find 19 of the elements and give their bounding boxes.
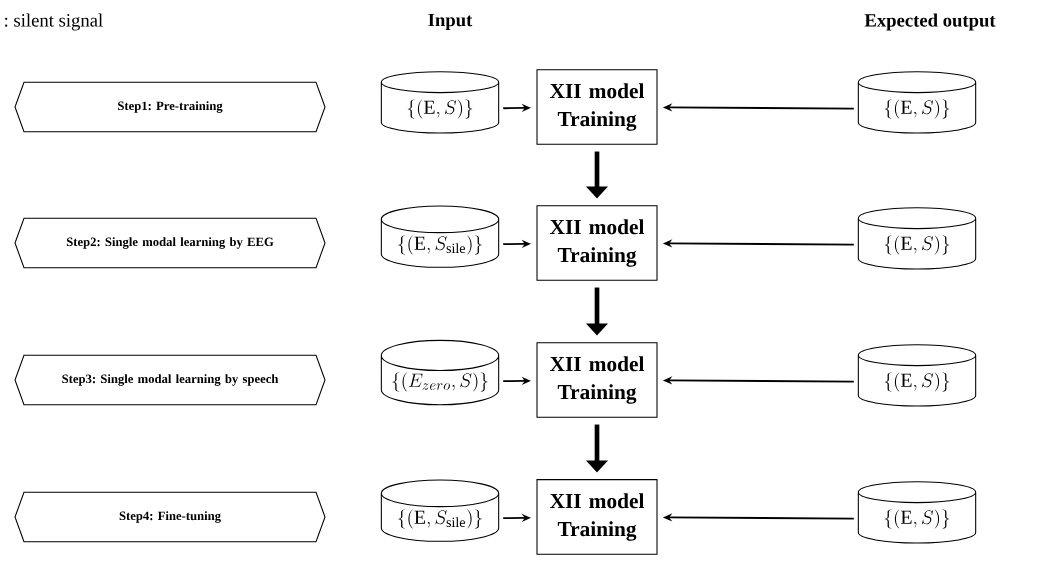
step-hexagon: Step2: Single modal learning by EEG: [14, 217, 326, 269]
database-cylinder: $\{(\mathrm{E},S)\}$: [380, 71, 500, 134]
model-box: XII model Training: [536, 479, 658, 555]
database-cylinder: $\{(\mathrm{E},S)\}$: [857, 71, 977, 134]
step-hexagon: Step4: Fine-tuning: [14, 491, 326, 543]
legend-note: : silent signal: [5, 13, 103, 31]
column-heading: Expected output: [864, 13, 996, 31]
step-hexagon: Step3: Single modal learning by speech: [14, 354, 326, 406]
model-box: XII model Training: [536, 342, 658, 418]
database-cylinder: $\{(\mathrm{E},S_{\mathrm{sile}})\}$: [380, 205, 500, 268]
database-cylinder: $\{(E_{zero},S)\}$: [380, 339, 500, 406]
model-box: XII model Training: [536, 69, 658, 145]
column-heading: Input: [428, 13, 473, 31]
step-hexagon: Step1: Pre-training: [14, 81, 326, 133]
database-cylinder: $\{(\mathrm{E},S_{\mathrm{sile}})\}$: [380, 479, 500, 542]
database-cylinder: $\{(\mathrm{E},S)\}$: [857, 344, 977, 407]
database-cylinder: $\{(\mathrm{E},S)\}$: [857, 481, 977, 544]
model-box: XII model Training: [536, 205, 658, 281]
database-cylinder: $\{(\mathrm{E},S)\}$: [857, 207, 977, 270]
